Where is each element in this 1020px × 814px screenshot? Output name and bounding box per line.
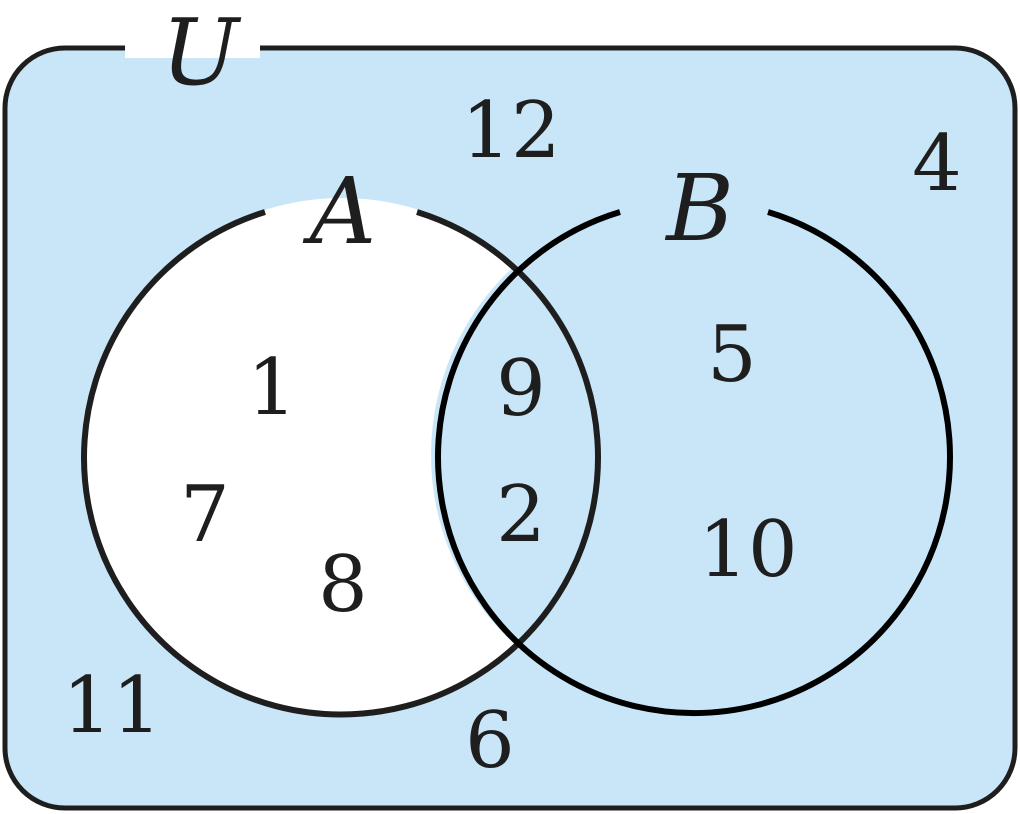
intersection-element: 9 — [496, 344, 546, 434]
set-a-element: 7 — [180, 470, 230, 560]
set-b-element: 10 — [698, 505, 797, 595]
set-b-circle — [435, 209, 953, 717]
universe-element: 12 — [461, 86, 560, 176]
set-a-element: 1 — [247, 343, 297, 433]
universe-label-gap — [125, 38, 260, 58]
set-a-element: 8 — [318, 540, 368, 630]
set-a-circle — [81, 209, 601, 718]
universe-element: 4 — [912, 119, 962, 209]
universe-element: 6 — [465, 696, 515, 786]
universe-element: 11 — [62, 661, 161, 751]
set-a-label: A — [302, 158, 376, 265]
intersection-region — [431, 199, 599, 711]
universe-label: U — [161, 0, 242, 106]
set-b-element: 5 — [707, 310, 757, 400]
set-b-label: B — [664, 155, 734, 262]
intersection-element: 2 — [496, 470, 546, 560]
